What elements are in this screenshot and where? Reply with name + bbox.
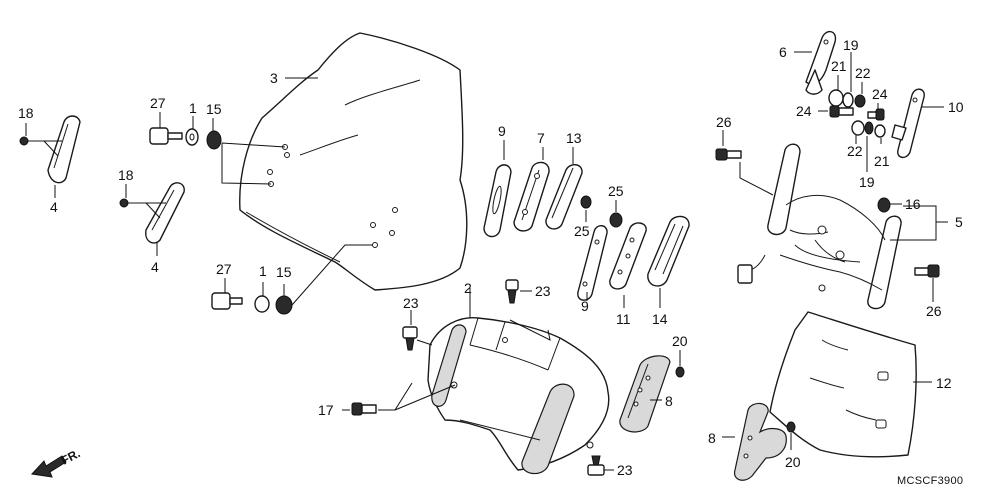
inner-panel-12 [769,311,917,458]
callout-8: 8 [708,430,716,446]
washer-20 [675,366,685,378]
bracket-7 [513,161,550,232]
callout-22: 22 [855,65,871,81]
plate-9-lower [577,225,608,301]
callout-9: 9 [581,298,589,314]
callout-20: 20 [785,454,801,470]
collar-19 [851,120,865,136]
collar-19 [842,92,854,108]
nut-15-upper [206,130,222,150]
callout-14: 14 [652,311,668,327]
callout-21: 21 [831,58,847,74]
collar-1-lower [254,295,270,313]
bolt-27-lower [211,292,243,310]
cover-14 [647,215,690,287]
cover-13 [545,164,583,230]
side-cover-4-lower [145,182,185,244]
callout-1: 1 [189,100,197,116]
callout-26: 26 [926,303,942,319]
screw-18-upper [19,136,44,146]
callout-4: 4 [50,199,58,215]
clip-23-bottom [587,455,605,476]
callout-22: 22 [847,143,863,159]
callout-10: 10 [948,99,964,115]
screw-18-lower [119,198,146,208]
callout-12: 12 [936,375,952,391]
nut-22 [854,94,866,108]
callout-21: 21 [874,153,890,169]
washer-21 [828,89,844,107]
grommet-25 [580,195,592,209]
callout-23: 23 [535,283,551,299]
callout-1: 1 [259,263,267,279]
callout-18: 18 [18,105,34,121]
grommet-16 [877,197,891,213]
screw-17 [351,402,377,416]
callout-19: 19 [843,37,859,53]
callout-17: 17 [318,402,334,418]
nut-22 [864,121,874,135]
inner-fairing [427,317,610,475]
callout-9: 9 [498,123,506,139]
screen-hole [284,152,290,158]
rubber-8-lower [733,402,787,481]
callout-19: 19 [859,174,875,190]
front-direction-arrow [30,455,67,478]
grommet-25 [609,212,623,228]
diagram-code: MCSCF3900 [897,475,963,487]
side-cover-4-upper [47,115,81,184]
screen-hole [372,242,378,248]
callout-8: 8 [665,393,673,409]
bracket-11 [609,222,647,290]
callout-23: 23 [617,462,633,478]
callout-24: 24 [796,103,812,119]
callout-13: 13 [566,130,582,146]
callout-15: 15 [276,264,292,280]
callout-27: 27 [150,95,166,111]
windscreen [239,32,468,291]
callout-18: 18 [118,167,134,183]
bolt-26-left [715,148,742,161]
bracket-10 [891,88,925,159]
screen-hole [392,207,398,213]
bolt-24-right [867,108,885,121]
nut-15-lower [275,295,293,315]
callout-6: 6 [779,44,787,60]
callout-7: 7 [537,130,545,146]
callout-4: 4 [151,259,159,275]
bolt-26-right [914,264,940,278]
clip-23-left [402,326,418,351]
callout-20: 20 [672,333,688,349]
screen-hole [389,230,395,236]
callout-25: 25 [574,223,590,239]
screen-hole [267,169,273,175]
callout-27: 27 [216,261,232,277]
screen-hole [370,222,376,228]
callout-2: 2 [464,280,472,296]
plate-9-upper [483,164,512,238]
callout-11: 11 [616,311,631,327]
callout-26: 26 [716,114,732,130]
bracket-6 [805,31,837,95]
callout-24: 24 [872,86,888,102]
callout-23: 23 [403,295,419,311]
callout-15: 15 [206,101,222,117]
washer-21 [874,124,886,138]
collar-1-upper [185,128,199,146]
bolt-24-left [829,105,854,118]
callout-5: 5 [955,214,963,230]
callout-25: 25 [608,183,624,199]
rubber-8-center [619,355,671,433]
callout-16: 16 [905,196,921,212]
callout-3: 3 [270,70,278,86]
clip-23-top [505,279,519,304]
bolt-27-upper [149,127,183,145]
screen-stay-bracket [737,143,902,310]
washer-20 [786,421,796,433]
